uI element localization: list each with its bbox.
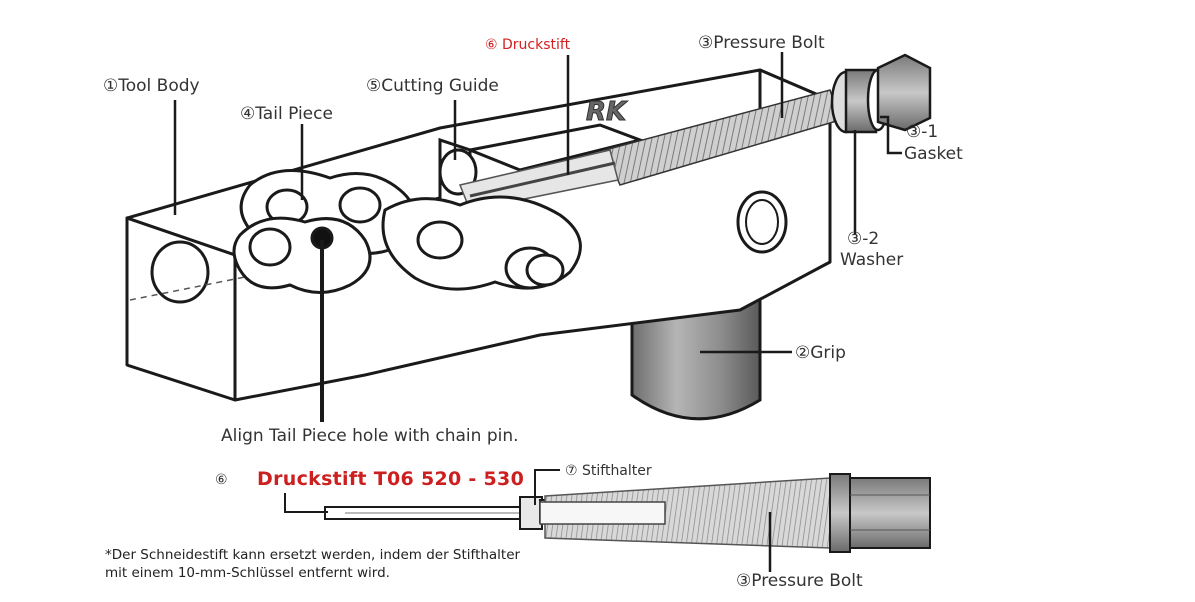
align-note: Align Tail Piece hole with chain pin. — [221, 426, 519, 446]
footnote-line-2: mit einem 10-mm-Schlüssel entfernt wird. — [105, 565, 390, 581]
stifthalter-label: ⑦ Stifthalter — [565, 463, 652, 479]
footnote: *Der Schneidestift kann ersetzt werden, … — [105, 546, 520, 582]
washer-label: Washer — [840, 250, 904, 270]
druckstift-title: Druckstift T06 520 - 530 — [257, 468, 525, 490]
bolt-head-assembly — [830, 53, 932, 134]
tool-body-label: ①Tool Body — [103, 76, 200, 96]
leader-lines-bottom — [284, 469, 772, 572]
grip-label: ②Grip — [795, 343, 846, 363]
gasket-label: Gasket — [904, 144, 963, 164]
footnote-line-1: *Der Schneidestift kann ersetzt werden, … — [105, 547, 521, 563]
pressure-bolt-top-label: ③Pressure Bolt — [698, 33, 825, 53]
tail-piece-label: ④Tail Piece — [240, 104, 333, 124]
pressure-bolt-bottom-label: ③Pressure Bolt — [736, 571, 863, 591]
leader-lines-top — [173, 52, 902, 422]
druckstift-part — [324, 473, 931, 553]
grip — [630, 288, 762, 421]
druckstift-top-label: ⑥ Druckstift — [485, 37, 571, 53]
washer-number-label: ③-2 — [847, 229, 880, 249]
cutting-guide-label: ⑤Cutting Guide — [366, 76, 499, 96]
bottom-part-number: ⑥ — [215, 472, 228, 488]
chain — [232, 168, 582, 294]
gasket-number-label: ③-1 — [906, 122, 939, 142]
body-logo: RK — [586, 97, 628, 127]
